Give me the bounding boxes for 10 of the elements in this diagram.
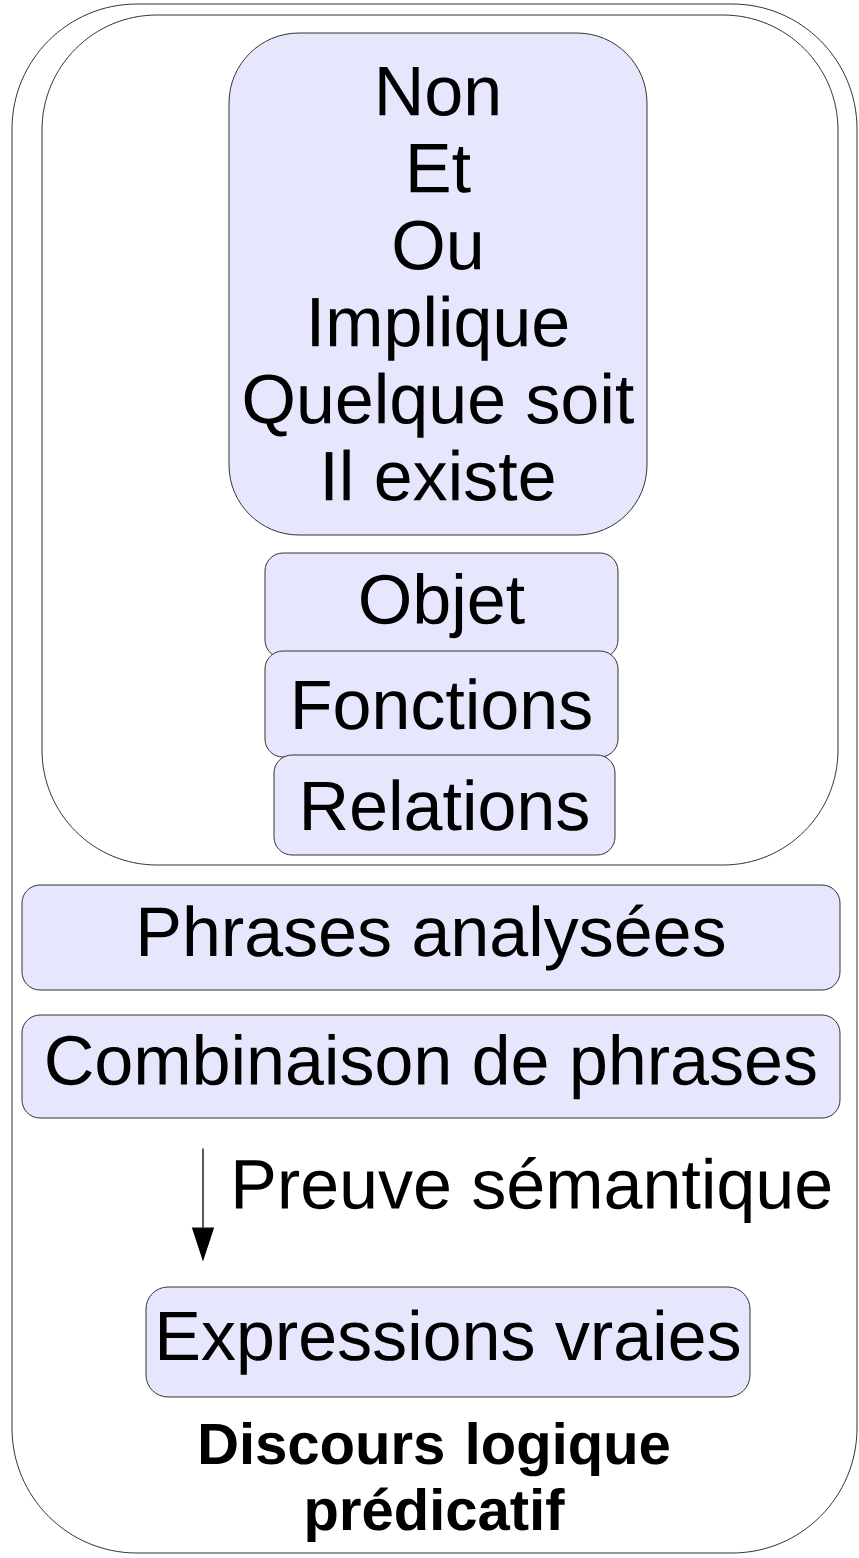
rounded-box: Fonctions [264, 650, 619, 758]
group-box [41, 14, 839, 866]
edge-label: Preuve sémantique [228, 1155, 836, 1226]
rounded-box: Expressions vraies [145, 1286, 751, 1398]
rounded-box: Phrases analysées [21, 884, 841, 991]
heading: Discours logique prédicatif [201, 1421, 669, 1543]
rounded-box: Objet [264, 552, 619, 659]
rounded-box: Non Et Ou Implique Quelque soit Il existe [228, 32, 648, 536]
rounded-box: Relations [273, 754, 616, 856]
rounded-box: Combinaison de phrases [21, 1014, 841, 1119]
